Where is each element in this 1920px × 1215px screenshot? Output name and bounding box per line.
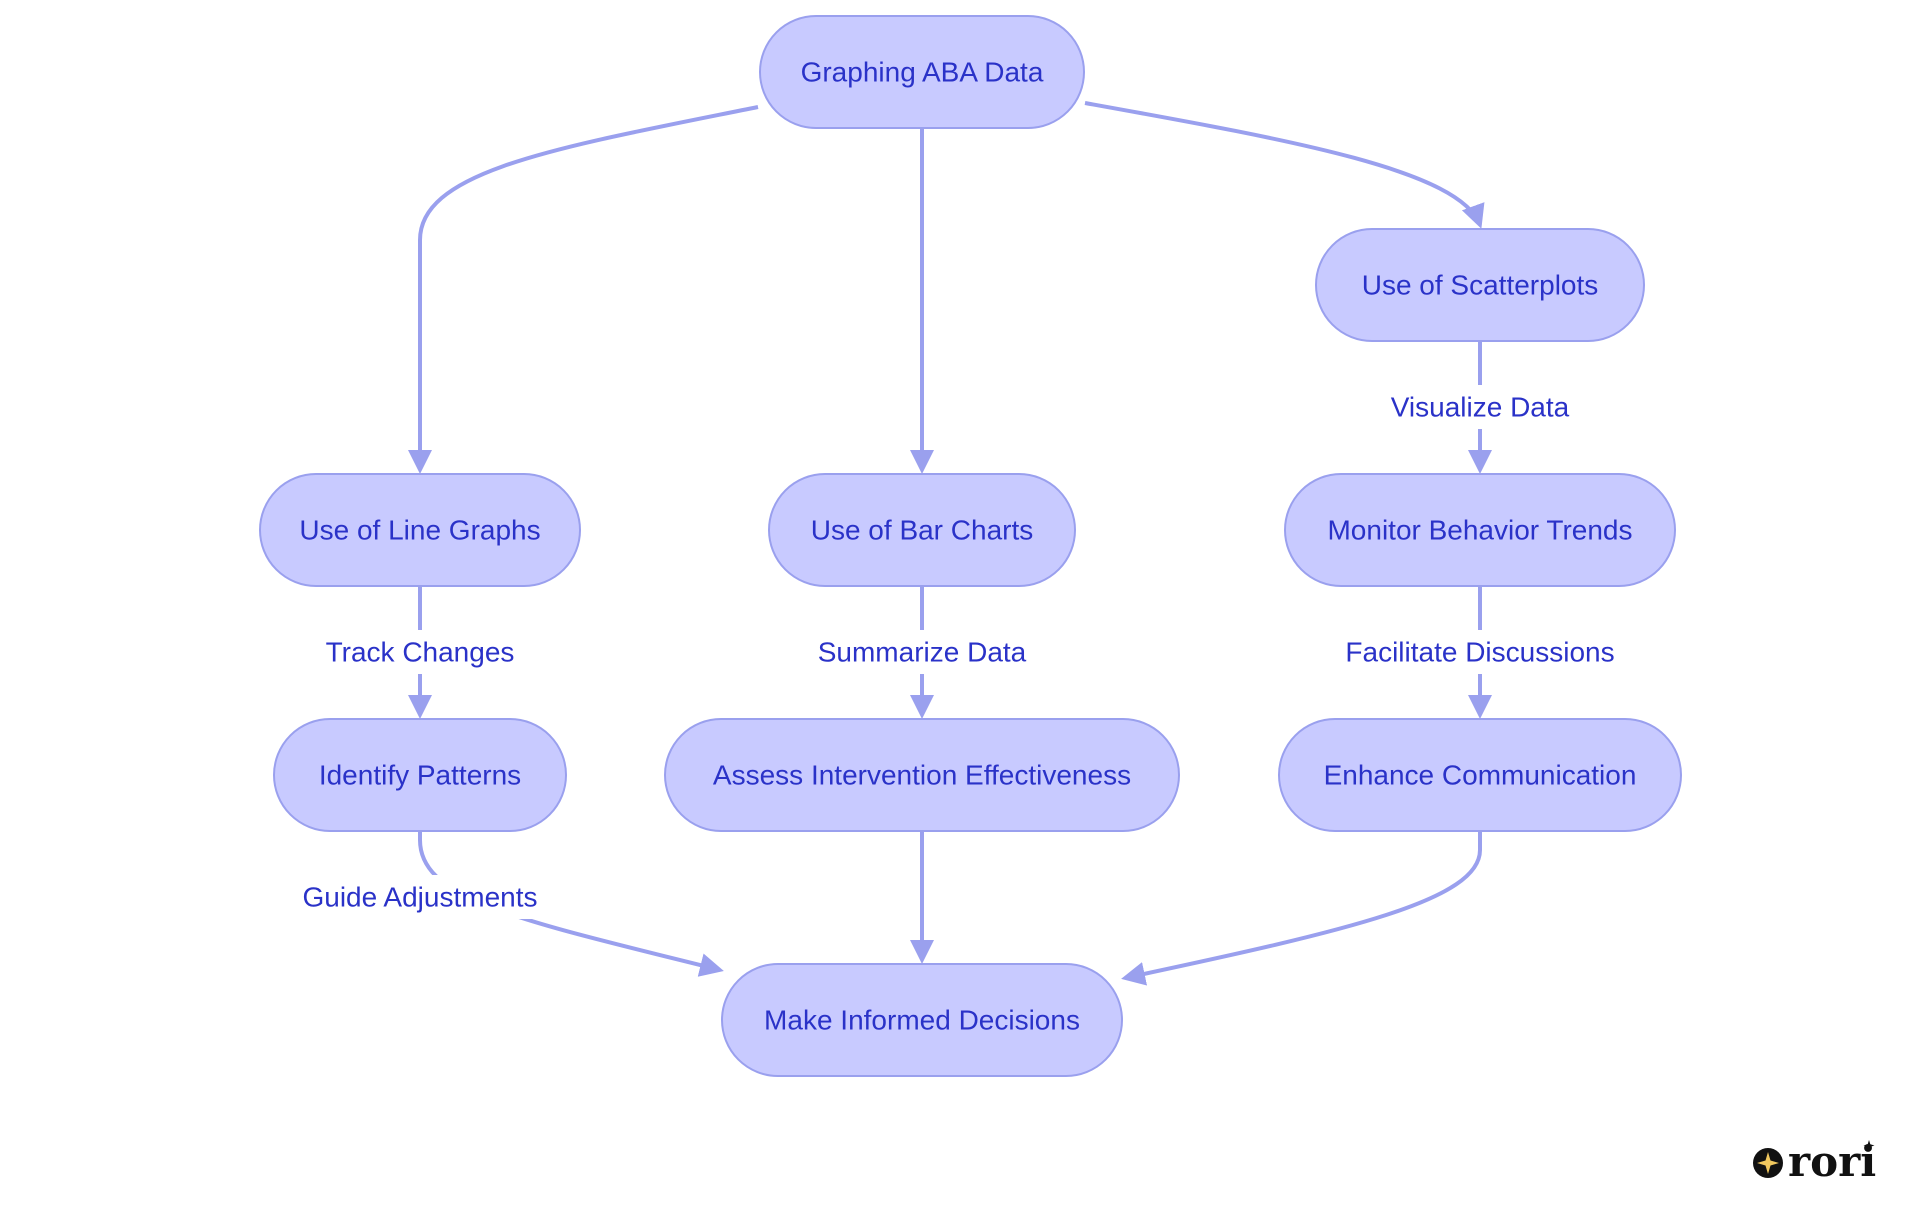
edge-labels: Visualize Data Track Changes Summarize D… <box>290 385 1622 919</box>
node-make-informed-decisions: Make Informed Decisions <box>721 963 1123 1077</box>
node-label: Use of Bar Charts <box>811 515 1034 546</box>
edge-label-visualize-data: Visualize Data <box>1391 392 1570 423</box>
node-graphing-aba-data: Graphing ABA Data <box>759 15 1085 129</box>
node-identify-patterns: Identify Patterns <box>273 718 567 832</box>
sparkle-icon <box>1753 1148 1783 1178</box>
sparkle-small-icon <box>1863 1140 1875 1151</box>
edge-label-summarize-data: Summarize Data <box>818 637 1027 668</box>
node-label: Monitor Behavior Trends <box>1327 515 1632 546</box>
node-label: Graphing ABA Data <box>801 57 1044 88</box>
edge-label-facilitate-discussions: Facilitate Discussions <box>1345 637 1614 668</box>
node-label: Use of Line Graphs <box>299 515 540 546</box>
edge-label-track-changes: Track Changes <box>326 637 515 668</box>
node-label: Enhance Communication <box>1324 760 1637 791</box>
node-label: Assess Intervention Effectiveness <box>713 760 1131 791</box>
rori-logo: rori <box>1753 1138 1876 1180</box>
node-use-of-bar-charts: Use of Bar Charts <box>768 473 1076 587</box>
node-monitor-behavior-trends: Monitor Behavior Trends <box>1284 473 1676 587</box>
node-label: Identify Patterns <box>319 760 521 791</box>
logo-text: rori <box>1788 1138 1876 1180</box>
node-assess-intervention-effectiveness: Assess Intervention Effectiveness <box>664 718 1180 832</box>
node-label: Use of Scatterplots <box>1362 270 1599 301</box>
edge-label-guide-adjustments: Guide Adjustments <box>302 882 537 913</box>
edge-root-to-scatterplots <box>1084 101 1485 229</box>
node-enhance-communication: Enhance Communication <box>1278 718 1682 832</box>
node-label: Make Informed Decisions <box>764 1005 1080 1036</box>
edge-enhance-communication-to-make-decisions <box>1121 832 1482 986</box>
node-use-of-line-graphs: Use of Line Graphs <box>259 473 581 587</box>
node-use-of-scatterplots: Use of Scatterplots <box>1315 228 1645 342</box>
edge-root-to-line-graphs <box>408 105 759 474</box>
